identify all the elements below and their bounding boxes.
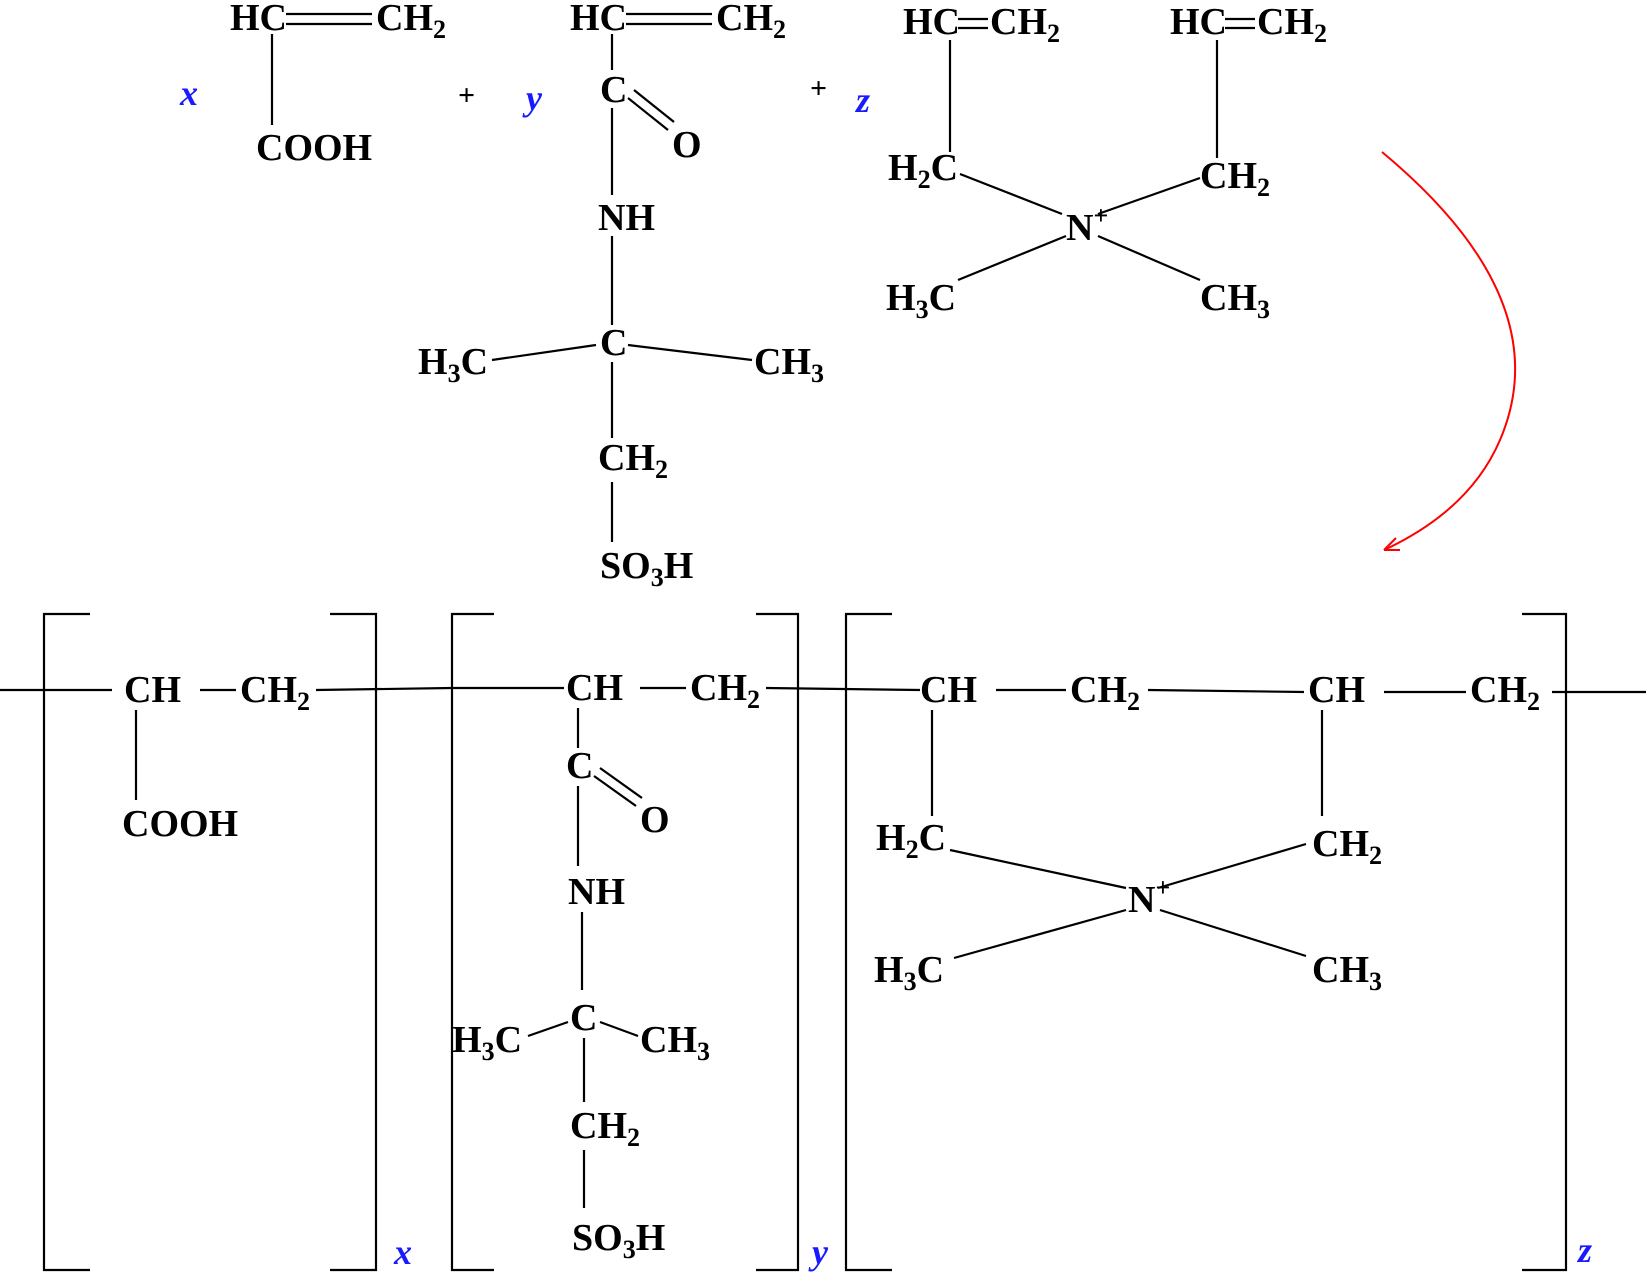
unit-y-ch2b: CH2: [570, 1105, 640, 1152]
plus-sign-2: +: [810, 72, 827, 105]
amps-carbonyl-c: C: [600, 69, 627, 111]
unit-x-ch: CH: [124, 669, 181, 711]
dmdaac-bond-n-h3c: [957, 234, 1067, 282]
bracket-x-right: [330, 612, 378, 1272]
subscript-z: z: [1576, 1230, 1592, 1270]
unit-y-h3c: H3C: [452, 1019, 522, 1066]
dmdaac-monomer: HC CH2 HC CH2 H2C CH2 N+ H3C CH3: [886, 1, 1327, 324]
unit-z-h3c: H3C: [874, 949, 944, 996]
dmdaac-h2c: H2C: [888, 147, 958, 194]
unit-z-ch2-b: CH2: [1470, 669, 1540, 716]
coefficient-z: z: [854, 80, 870, 120]
repeat-unit-x: CH CH2 COOH x: [42, 612, 453, 1272]
unit-z-bond-n-h3c: [953, 908, 1127, 960]
coefficient-y: y: [522, 78, 543, 118]
amps-bond-c-h3c: [491, 343, 597, 362]
dmdaac-hc-left: HC: [903, 1, 960, 43]
subscript-y: y: [808, 1232, 829, 1272]
dmdaac-ch3: CH3: [1200, 277, 1270, 324]
unit-y-nh: NH: [568, 871, 625, 913]
reaction-arrow-head: [1383, 537, 1400, 551]
amps-h3c: H3C: [418, 341, 488, 388]
dmdaac-h3c: H3C: [886, 277, 956, 324]
amps-hc-label: HC: [570, 0, 627, 39]
unit-x-cooh: COOH: [122, 803, 238, 845]
unit-y-quaternary-c: C: [570, 997, 597, 1039]
unit-y-ch: CH: [566, 667, 623, 709]
amps-ch3: CH3: [754, 341, 824, 388]
repeat-unit-z: CH CH2 CH CH2 H2C CH2 N+ H3C CH3 z: [844, 612, 1646, 1272]
dmdaac-bond-ch2-n: [1097, 176, 1201, 216]
dmdaac-hc-right: HC: [1170, 1, 1227, 43]
repeat-unit-y: CH CH2 C O NH C H3C CH3 CH2 SO3H y: [450, 612, 921, 1272]
aa-cooh-label: COOH: [256, 127, 372, 169]
unit-y-ch3: CH3: [640, 1019, 710, 1066]
dmdaac-ch2-left: CH2: [990, 1, 1060, 48]
amps-ch2b: CH2: [598, 437, 668, 484]
unit-x-ch2: CH2: [240, 669, 310, 716]
unit-z-bond-ch2-n: [1157, 842, 1307, 890]
unit-z-ch-right: CH: [1308, 669, 1365, 711]
bracket-z-left: [844, 612, 892, 1272]
unit-z-bond-n-ch3: [1159, 908, 1307, 958]
unit-x-to-y-bond: [315, 686, 453, 692]
amps-bond-c-ch3: [627, 343, 753, 362]
unit-z-bond-ch2a-ch: [1147, 688, 1305, 694]
unit-z-ch2-ring: CH2: [1312, 823, 1382, 870]
unit-y-ch2: CH2: [690, 667, 760, 714]
dmdaac-bond-n-ch3: [1097, 234, 1201, 282]
unit-y-carbonyl-c: C: [566, 745, 593, 787]
amps-nh: NH: [598, 197, 655, 239]
unit-z-ch3: CH3: [1312, 949, 1382, 996]
unit-z-ch2-a: CH2: [1070, 669, 1140, 716]
unit-y-so3h: SO3H: [572, 1217, 665, 1264]
bracket-y-left: [450, 612, 494, 1272]
unit-z-ch-left: CH: [920, 669, 977, 711]
amps-oxygen: O: [672, 124, 702, 166]
dmdaac-nitrogen: N+: [1066, 201, 1108, 249]
unit-z-h2c: H2C: [876, 817, 946, 864]
bracket-x-left: [42, 612, 90, 1272]
reaction-arrow: [1381, 151, 1517, 551]
amps-quaternary-c: C: [600, 322, 627, 364]
aa-hc-label: HC: [230, 0, 287, 39]
subscript-x: x: [393, 1232, 412, 1272]
unit-y-to-z-bond: [765, 686, 921, 692]
dmdaac-ch2-right: CH2: [1257, 1, 1327, 48]
dmdaac-bond-h2c-n: [959, 172, 1063, 216]
amps-co-bond-1: [627, 97, 669, 131]
amps-so3h: SO3H: [600, 545, 693, 592]
aa-ch2-label: CH2: [376, 0, 446, 44]
amps-monomer: HC CH2 C O NH C H3C CH3 CH2 SO3H: [418, 0, 824, 592]
amps-ch2-label: CH2: [716, 0, 786, 44]
unit-z-bond-h2c-n: [949, 848, 1127, 890]
dmdaac-ch2-mid: CH2: [1200, 155, 1270, 202]
unit-y-oxygen: O: [640, 799, 670, 841]
plus-sign-1: +: [458, 79, 475, 112]
reaction-arrow-curve: [1381, 151, 1517, 551]
unit-y-bond-c-ch3: [599, 1020, 639, 1038]
unit-y-bond-c-h3c: [527, 1020, 569, 1038]
unit-y-co-bond-2: [599, 767, 643, 799]
bracket-z-right: [1522, 612, 1568, 1272]
acrylic-acid-monomer: HC CH2 COOH: [230, 0, 446, 169]
amps-co-bond-2: [633, 89, 675, 123]
coefficient-x: x: [179, 73, 198, 113]
unit-z-nitrogen: N+: [1128, 873, 1170, 921]
unit-y-co-bond-1: [593, 775, 637, 807]
bracket-y-right: [756, 612, 800, 1272]
